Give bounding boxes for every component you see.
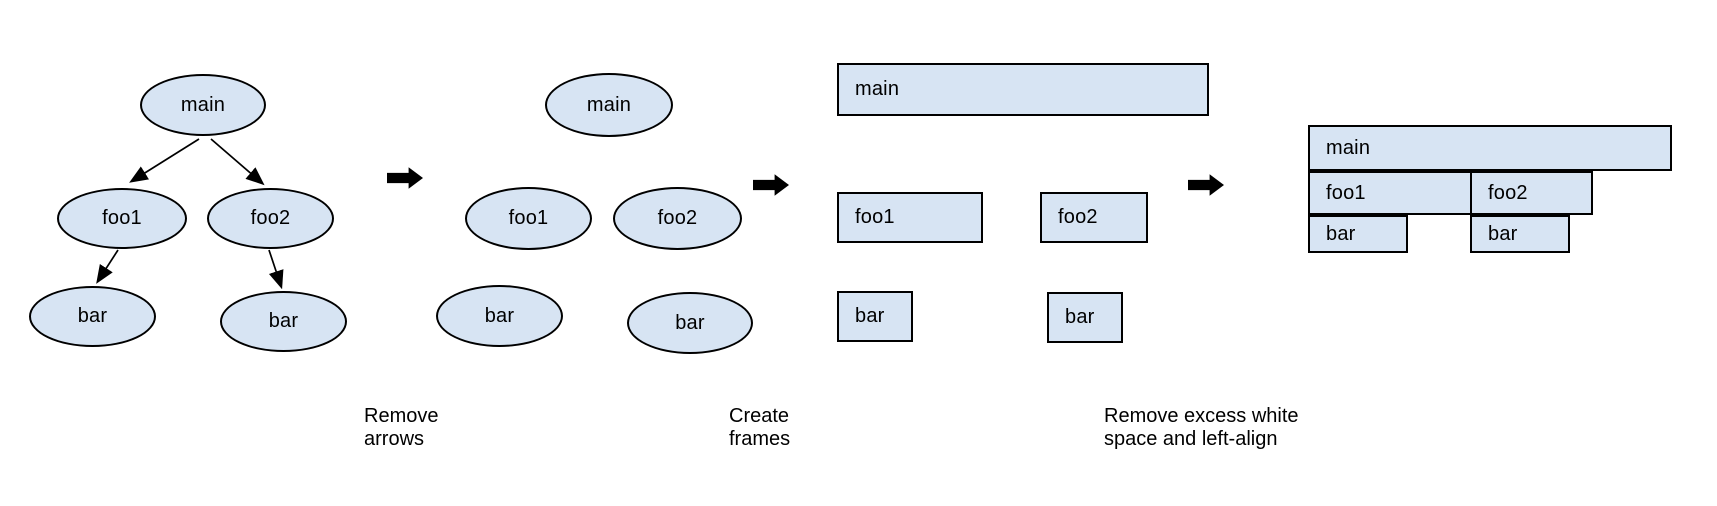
frame-bar-right: bar	[1047, 292, 1123, 343]
edge-main-foo1	[129, 138, 200, 183]
flame-foo2: foo2	[1470, 171, 1593, 215]
caption-line: Create	[729, 405, 790, 427]
caption-create-frames: Create frames	[729, 405, 790, 451]
step-arrow-icon	[753, 174, 789, 196]
edge-foo2-bar	[268, 249, 284, 290]
caption-line: space and left-align	[1104, 428, 1278, 450]
tree-node-main: main	[140, 74, 266, 136]
edge-foo1-bar	[96, 249, 119, 284]
noarrow-node-bar-left: bar	[436, 285, 563, 347]
frame-main: main	[837, 63, 1209, 116]
tree-node-bar-right: bar	[220, 291, 347, 352]
frame-foo2: foo2	[1040, 192, 1148, 243]
frame-bar-left: bar	[837, 291, 913, 342]
noarrow-node-foo1: foo1	[465, 187, 592, 250]
flame-foo1: foo1	[1308, 171, 1472, 215]
caption-remove-arrows: Remove arrows	[364, 405, 438, 451]
caption-line: Remove excess white	[1104, 405, 1299, 427]
noarrow-node-main: main	[545, 73, 673, 137]
caption-line: frames	[729, 428, 791, 450]
caption-left-align: Remove excess white space and left-align	[1104, 405, 1299, 451]
caption-line: arrows	[364, 428, 425, 450]
flame-main: main	[1308, 125, 1672, 171]
tree-node-bar-left: bar	[29, 286, 156, 347]
flame-bar-right: bar	[1470, 215, 1570, 253]
noarrow-node-bar-right: bar	[627, 292, 753, 354]
flame-bar-left: bar	[1308, 215, 1408, 253]
step-arrow-icon	[387, 167, 423, 189]
frame-foo1: foo1	[837, 192, 983, 243]
caption-line: Remove	[364, 405, 439, 427]
step-arrow-icon	[1188, 174, 1224, 196]
tree-node-foo1: foo1	[57, 188, 187, 249]
edge-main-foo2	[210, 138, 265, 186]
tree-node-foo2: foo2	[207, 188, 334, 249]
noarrow-node-foo2: foo2	[613, 187, 742, 250]
